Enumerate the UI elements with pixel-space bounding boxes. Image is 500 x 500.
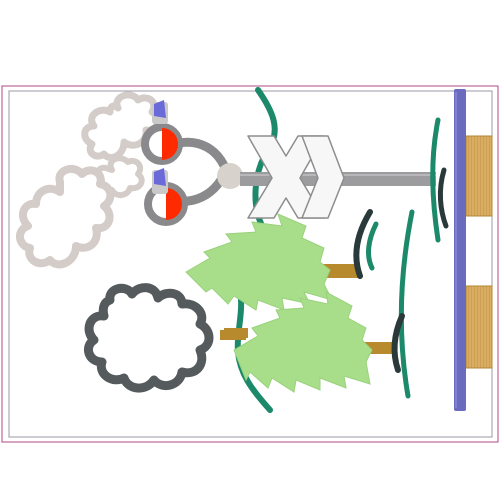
tree-trunk-left	[224, 328, 248, 338]
pine-tree-upper	[185, 213, 358, 311]
dark-cloud	[83, 283, 214, 393]
signal-light-top	[141, 100, 183, 165]
signal-lamp	[217, 163, 243, 189]
grass-tuft-lower	[391, 209, 415, 399]
grass-tuft-middle	[353, 209, 379, 279]
signal-light-bottom	[144, 168, 188, 226]
grass-tuft-right-tall	[430, 117, 449, 243]
pine-tree-lower	[220, 291, 392, 393]
rail-track	[454, 89, 466, 411]
hoop-outer-frame	[1, 85, 499, 443]
railroad-tie-bottom	[465, 285, 493, 369]
smoke-cloud-large	[16, 164, 115, 269]
hoop-inner-frame	[8, 90, 493, 438]
railroad-tie-top	[465, 135, 493, 217]
crossbuck-sign	[247, 135, 345, 219]
signal-light-assembly	[141, 100, 243, 226]
